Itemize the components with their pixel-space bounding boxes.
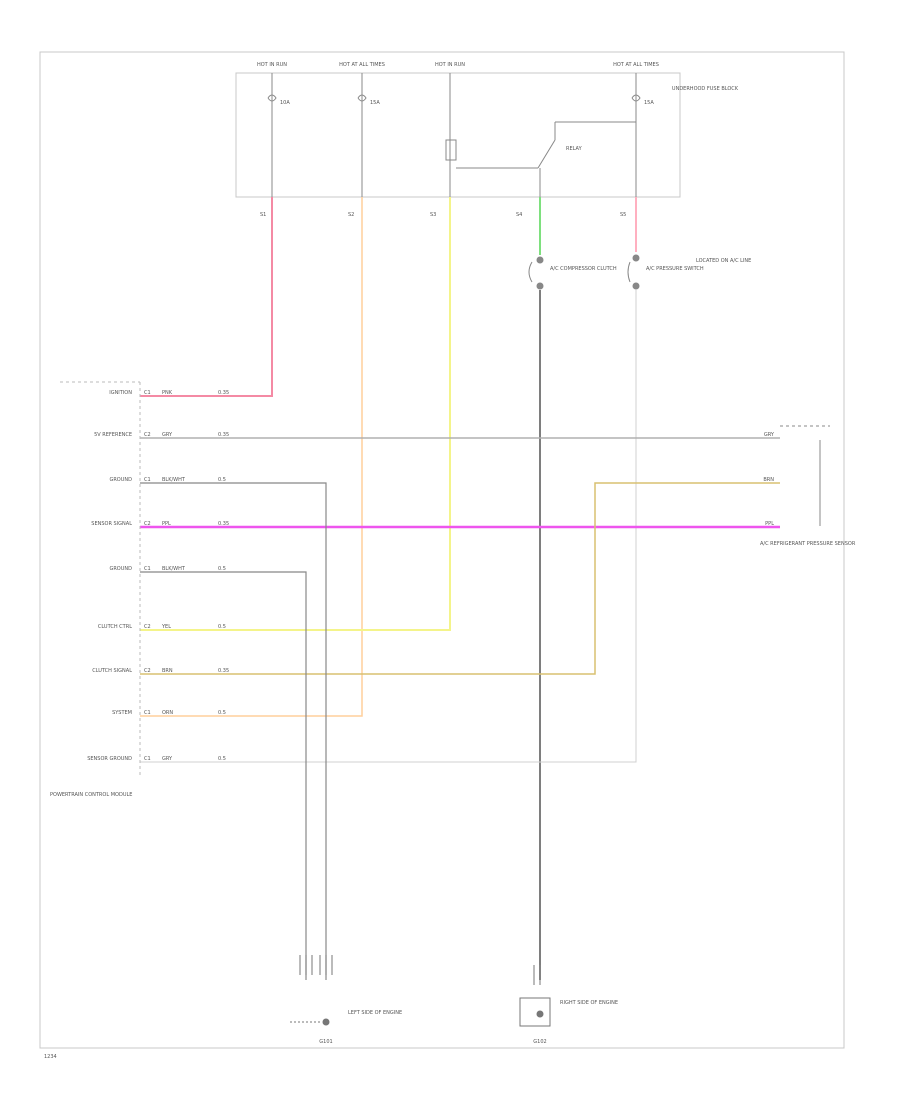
pcm-pin-gauge: 0.5	[218, 624, 226, 630]
pcm-pin-row: SENSOR SIGNAL C2 PPL 0.35	[91, 521, 229, 527]
wire-pink	[140, 197, 273, 397]
pcm-pin-gauge: 0.35	[218, 668, 229, 674]
fuse-section-1: HOT IN RUN	[257, 62, 287, 68]
pcm-pin-id: C1	[144, 756, 151, 762]
pcm-pin-id: C2	[144, 432, 151, 438]
splice-5: S5	[620, 212, 626, 218]
pcm-pin-row: SYSTEM C1 ORN 0.5	[112, 710, 226, 716]
pcm-pin-color: GRY	[162, 432, 173, 438]
pcm-pin-row: CLUTCH SIGNAL C2 BRN 0.35	[92, 668, 229, 674]
fuse-labels: 10A 15A 15A	[280, 100, 654, 106]
splice-4: S4	[516, 212, 522, 218]
pcm-pin-name: 5V REFERENCE	[94, 432, 132, 438]
pcm-pin-gauge: 0.35	[218, 432, 229, 438]
pcm-pin-name: CLUTCH CTRL	[98, 624, 132, 630]
pcm-pin-name: GROUND	[109, 566, 132, 572]
pcm-pin-name: SYSTEM	[112, 710, 132, 716]
pcm-pin-id: C2	[144, 521, 151, 527]
relay	[445, 121, 636, 197]
pcm-pin-gauge: 0.35	[218, 390, 229, 396]
fuse-section-4: HOT AT ALL TIMES	[613, 62, 659, 68]
sensor-pin-3: PPL	[765, 521, 774, 527]
pcm-pin-name: IGNITION	[109, 390, 132, 396]
pcm-pin-row: GROUND C1 BLK/WHT 0.5	[109, 477, 226, 483]
relay-label: RELAY	[566, 146, 583, 152]
pcm-pin-color: BRN	[162, 668, 173, 674]
pcm-pin-color: BLK/WHT	[162, 566, 186, 572]
ground-connectors	[290, 955, 551, 1027]
pcm-pin-row: SENSOR GROUND C1 GRY 0.5	[87, 756, 226, 762]
sensor-label: A/C REFRIGERANT PRESSURE SENSOR	[760, 541, 856, 547]
sensor-pin-1: GRY	[764, 432, 775, 438]
pressure-switch-label: A/C PRESSURE SWITCH	[646, 266, 704, 272]
pcm-pin-gauge: 0.5	[218, 710, 226, 716]
pcm-pin-color: YEL	[161, 624, 171, 630]
pcm-pin-color: PPL	[162, 521, 171, 527]
pcm-pin-gauge: 0.5	[218, 756, 226, 762]
pcm-pin-id: C2	[144, 668, 151, 674]
clutch-switch	[528, 256, 544, 290]
pcm-pin-color: GRY	[162, 756, 173, 762]
fuse-label-1: 10A	[280, 100, 290, 106]
pcm-pin-name: SENSOR SIGNAL	[91, 521, 132, 527]
wire-mustard	[140, 482, 780, 675]
pcm-pin-gauge: 0.5	[218, 477, 226, 483]
pcm-pin-name: CLUTCH SIGNAL	[92, 668, 132, 674]
footer-id: 1234	[44, 1054, 57, 1060]
pcm-pin-gauge: 0.35	[218, 521, 229, 527]
pcm-pin-row: GROUND C1 BLK/WHT 0.5	[109, 566, 226, 572]
pcm-pin-gauge: 0.5	[218, 566, 226, 572]
ground-left-label: LEFT SIDE OF ENGINE	[348, 1010, 402, 1016]
fuse-block: UNDERHOOD FUSE BLOCK	[235, 72, 739, 198]
pcm-pin-name: SENSOR GROUND	[87, 756, 132, 762]
pcm-pin-id: C1	[144, 477, 151, 483]
fuse-headers: HOT IN RUN HOT AT ALL TIMES HOT IN RUN H…	[257, 62, 659, 68]
ground-id-right: G102	[533, 1039, 546, 1045]
pressure-switch	[627, 254, 640, 290]
wire-yellow	[140, 197, 451, 631]
pcm-pin-id: C1	[144, 710, 151, 716]
fuse-section-3: HOT IN RUN	[435, 62, 465, 68]
sensor-pin-2: BRN	[763, 477, 774, 483]
fuses	[267, 73, 641, 197]
wire-thin-gray	[140, 290, 637, 763]
pcm-pin-id: C1	[144, 390, 151, 396]
pcm-pin-color: PNK	[162, 390, 173, 396]
splice-3: S3	[430, 212, 436, 218]
pcm-pin-name: GROUND	[109, 477, 132, 483]
ground-right-label: RIGHT SIDE OF ENGINE	[560, 1000, 618, 1006]
fuse-section-2: HOT AT ALL TIMES	[339, 62, 385, 68]
pcm-pin-row: 5V REFERENCE C2 GRY 0.35	[94, 432, 229, 438]
wires	[140, 197, 780, 980]
pcm-pin-color: ORN	[162, 710, 173, 716]
sensor-block	[780, 425, 830, 526]
wire-orange	[140, 197, 363, 717]
pcm-pin-color: BLK/WHT	[162, 477, 186, 483]
splice-2: S2	[348, 212, 354, 218]
splice-labels: S1 S2 S3 S4 S5	[260, 212, 626, 218]
sensor-pin-labels: GRY BRN PPL	[763, 432, 775, 527]
fuse-label-4: 15A	[644, 100, 654, 106]
pressure-switch-note: LOCATED ON A/C LINE	[696, 258, 751, 264]
ground-id-left: G101	[319, 1039, 332, 1045]
pcm-pin-row: IGNITION C1 PNK 0.35	[109, 390, 229, 396]
fuse-label-2: 15A	[370, 100, 380, 106]
wire-ground-1	[140, 482, 327, 980]
splice-1: S1	[260, 212, 266, 218]
wire-ground-2	[140, 571, 307, 980]
pcm-pin-id: C2	[144, 624, 151, 630]
fuse-block-label: UNDERHOOD FUSE BLOCK	[672, 86, 739, 92]
pcm-block: POWERTRAIN CONTROL MODULE	[50, 381, 141, 798]
clutch-switch-label: A/C COMPRESSOR CLUTCH	[550, 266, 617, 272]
pcm-label: POWERTRAIN CONTROL MODULE	[50, 792, 132, 798]
pcm-pin-id: C1	[144, 566, 151, 572]
pcm-pin-row: CLUTCH CTRL C2 YEL 0.5	[98, 624, 226, 630]
diagram-border	[39, 51, 845, 1049]
